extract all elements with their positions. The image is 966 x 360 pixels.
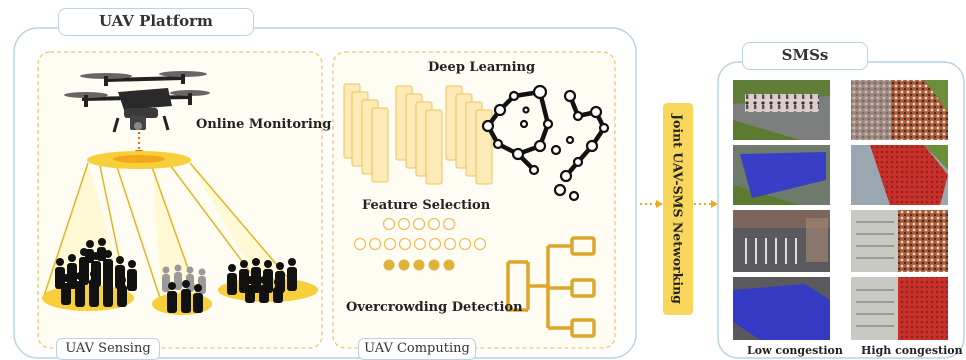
- sms-image-high-3: [851, 210, 948, 272]
- feature-selection-label: Feature Selection: [362, 198, 491, 213]
- uav-platform-title: UAV Platform: [58, 8, 254, 36]
- joint-networking-bar: [663, 103, 693, 315]
- cnn-layer-stacks: [343, 83, 493, 185]
- sms-image-low-2: [733, 145, 830, 205]
- drone-icon: [64, 71, 210, 133]
- feature-selection-circles: [353, 217, 487, 271]
- sms-image-low-4: [733, 277, 830, 340]
- uav-sensing-title: UAV Sensing: [56, 338, 160, 360]
- uav-computing-title: UAV Computing: [358, 338, 476, 360]
- link-arrowhead-left: [656, 200, 663, 208]
- decision-tree-icon: [506, 236, 596, 338]
- sms-image-high-2: [851, 145, 948, 205]
- crowd-group-left: [55, 238, 137, 307]
- link-arrowhead-right: [711, 200, 718, 208]
- online-monitoring-label: Online Monitoring: [196, 117, 332, 132]
- crowd-group-right: [227, 258, 297, 303]
- crowd-group-middle: [162, 264, 206, 313]
- neural-network-graph: [481, 84, 610, 202]
- sms-image-high-4: [851, 277, 948, 340]
- joint-networking-label: Joint UAV-SMS Networking: [670, 114, 686, 304]
- sms-image-high-1: [851, 80, 948, 140]
- overcrowding-detection-label: Overcrowding Detection: [346, 300, 523, 315]
- sms-title: SMSs: [742, 42, 868, 70]
- sms-image-low-3: [733, 210, 830, 272]
- low-congestion-label: Low congestion: [747, 344, 843, 357]
- sms-image-low-1: [733, 80, 830, 140]
- high-congestion-label: High congestion: [861, 344, 963, 357]
- deep-learning-label: Deep Learning: [428, 60, 536, 75]
